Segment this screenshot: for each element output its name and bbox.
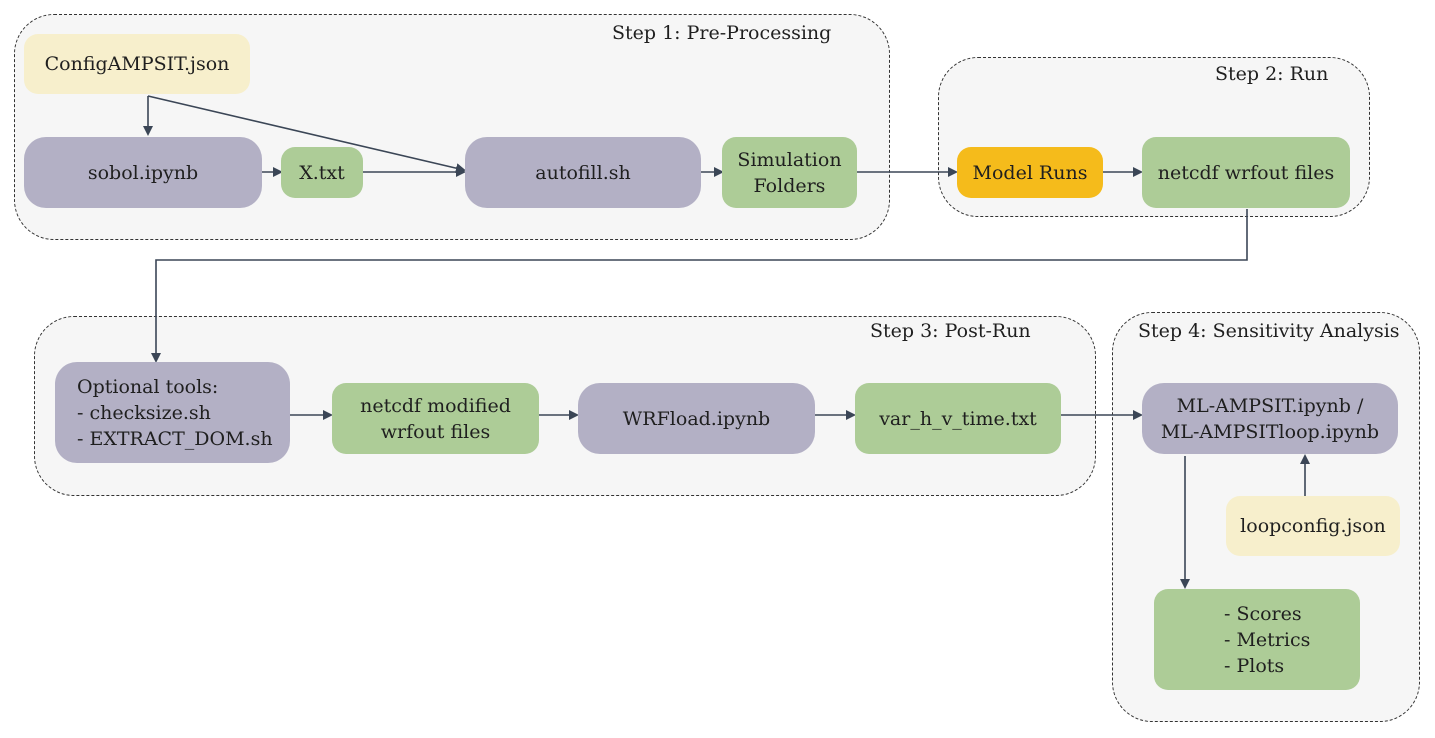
sobol-node: sobol.ipynb [24,137,262,208]
xtxt-node: X.txt [281,147,363,198]
step2-title: Step 2: Run [1215,63,1329,85]
step4-title: Step 4: Sensitivity Analysis [1138,320,1400,342]
modelruns-node: Model Runs [957,147,1103,198]
step3-title: Step 3: Post-Run [870,320,1031,342]
mlampsit-node: ML-AMPSIT.ipynb / ML-AMPSITloop.ipynb [1142,383,1398,454]
loopconfig-node: loopconfig.json [1226,496,1400,556]
config-node: ConfigAMPSIT.json [24,34,250,94]
wrfload-node: WRFload.ipynb [578,383,815,454]
modified-wrfout-node: netcdf modified wrfout files [332,383,539,454]
autofill-node: autofill.sh [465,137,701,208]
step1-title: Step 1: Pre-Processing [612,22,832,44]
edge-wrfout-optional [151,209,1248,363]
edge-config-autofill [147,95,466,174]
simfolders-node: Simulation Folders [722,137,857,208]
optional-tools-node: Optional tools: - checksize.sh - EXTRACT… [55,362,290,463]
vartxt-node: var_h_v_time.txt [855,383,1061,454]
wrfout-node: netcdf wrfout files [1142,137,1350,208]
outputs-node: - Scores - Metrics - Plots [1154,589,1360,690]
